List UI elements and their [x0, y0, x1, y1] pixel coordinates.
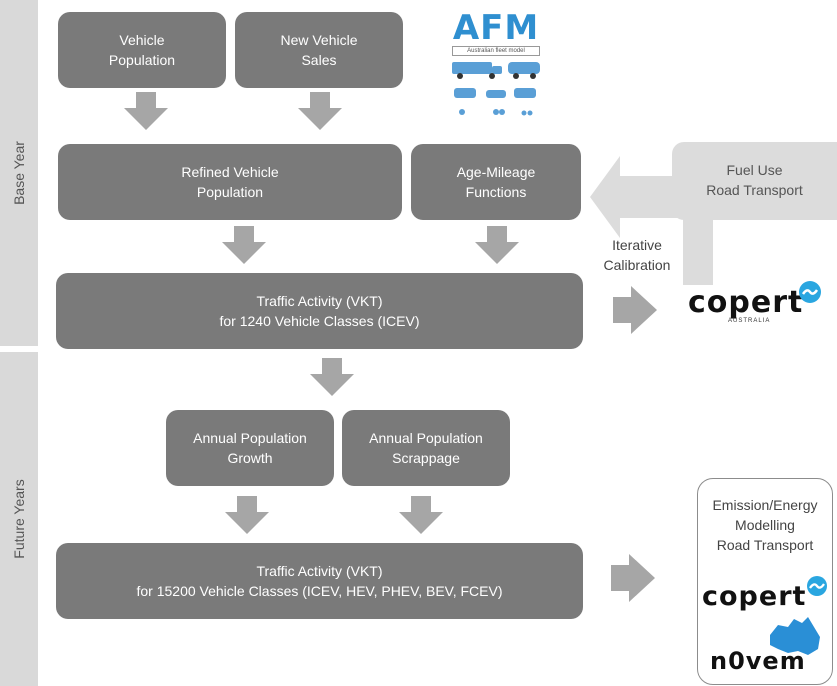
new-vehicle-sales-box: New Vehicle Sales	[235, 12, 403, 88]
arrow-down-4	[475, 226, 519, 264]
copert-future-wave-icon	[807, 576, 827, 596]
fuel-use-box: Fuel Use Road Transport	[672, 142, 837, 220]
arrow-down-1	[124, 92, 168, 130]
copert-logo-future-text: copert	[702, 581, 807, 612]
suv-icon	[514, 88, 536, 98]
refined-vehicle-population-label: Refined Vehicle Population	[181, 164, 279, 200]
copert-logo-text: copert	[688, 285, 804, 320]
refined-vehicle-population-box: Refined Vehicle Population	[58, 144, 402, 220]
copert-logo-base: copert AUSTRALIA	[688, 281, 828, 330]
afm-logo: AFM Australian fleet model	[448, 10, 544, 122]
emission-modelling-label: Emission/Energy Modelling Road Transport	[712, 497, 818, 553]
novem-logo-text: n0vem	[710, 647, 806, 675]
copert-logo-future: copert	[702, 576, 830, 617]
scooter-icon	[459, 109, 465, 115]
motorcycle-icon	[493, 109, 499, 115]
arrow-down-5	[310, 358, 354, 396]
age-mileage-functions-label: Age-Mileage Functions	[456, 164, 536, 200]
iterative-calibration-label: Iterative Calibration	[603, 237, 671, 273]
annual-population-growth-label: Annual Population Growth	[193, 430, 307, 466]
traffic-activity-future-label: Traffic Activity (VKT) for 15200 Vehicle…	[136, 563, 503, 599]
bicycle-icon	[521, 110, 527, 116]
arrow-right-1	[613, 286, 657, 334]
traffic-activity-base-label: Traffic Activity (VKT) for 1240 Vehicle …	[219, 293, 420, 329]
new-vehicle-sales-label: New Vehicle Sales	[280, 32, 358, 68]
vehicle-icons	[452, 62, 540, 116]
bus-icon	[508, 62, 540, 74]
truck-icon	[452, 62, 492, 74]
age-mileage-functions-box: Age-Mileage Functions	[411, 144, 581, 220]
afm-logo-text: AFM	[452, 8, 540, 48]
arrow-down-6	[225, 496, 269, 534]
arrow-down-7	[399, 496, 443, 534]
afm-logo-subtitle: Australian fleet model	[452, 46, 540, 56]
traffic-activity-base-box: Traffic Activity (VKT) for 1240 Vehicle …	[56, 273, 583, 349]
vehicle-population-box: Vehicle Population	[58, 12, 226, 88]
van-icon	[454, 88, 476, 98]
traffic-activity-future-box: Traffic Activity (VKT) for 15200 Vehicle…	[56, 543, 583, 619]
annual-population-scrappage-label: Annual Population Scrappage	[369, 430, 483, 466]
fuel-use-label: Fuel Use Road Transport	[706, 162, 803, 198]
future-years-bar: Future Years	[0, 352, 38, 686]
annual-population-scrappage-box: Annual Population Scrappage	[342, 410, 510, 486]
australia-map-icon	[770, 617, 820, 655]
annual-population-growth-box: Annual Population Growth	[166, 410, 334, 486]
arrow-right-2	[611, 554, 655, 602]
arrow-down-3	[222, 226, 266, 264]
vehicle-population-label: Vehicle Population	[108, 32, 176, 68]
copert-sub-text: AUSTRALIA	[728, 318, 771, 324]
arrow-down-2	[298, 92, 342, 130]
car-icon	[486, 90, 506, 98]
emission-modelling-box: Emission/Energy Modelling Road Transport…	[697, 478, 833, 685]
copert-wave-icon	[799, 281, 821, 303]
base-year-bar: Base Year	[0, 0, 38, 346]
